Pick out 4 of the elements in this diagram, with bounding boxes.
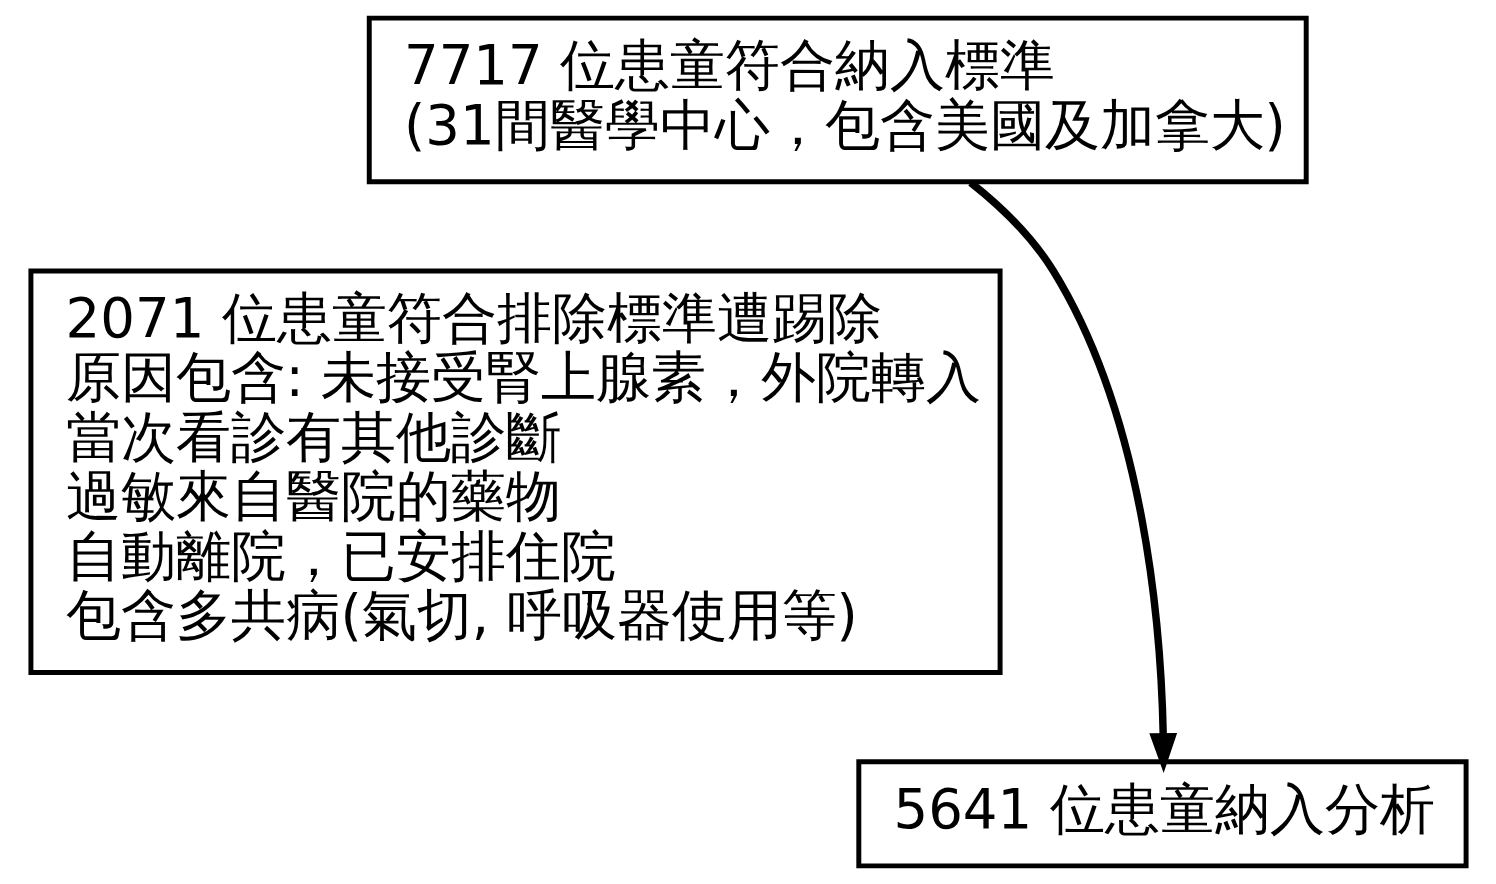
node-box: 5641 位患童納入分析 <box>855 759 1469 869</box>
arrow <box>967 179 1177 773</box>
node-box: 2071 位患童符合排除標準遭踢除 原因包含: 未接受腎上腺素，外院轉入 當次看診有其他診斷 過敏來自醫院的藥物 自動離院，已安排住院 包含多共病(氣切, 呼吸器使用等) <box>27 268 1003 675</box>
node-box: 7717 位患童符合納入標準 (31間醫學中心，包含美國及加拿大) <box>366 15 1309 185</box>
